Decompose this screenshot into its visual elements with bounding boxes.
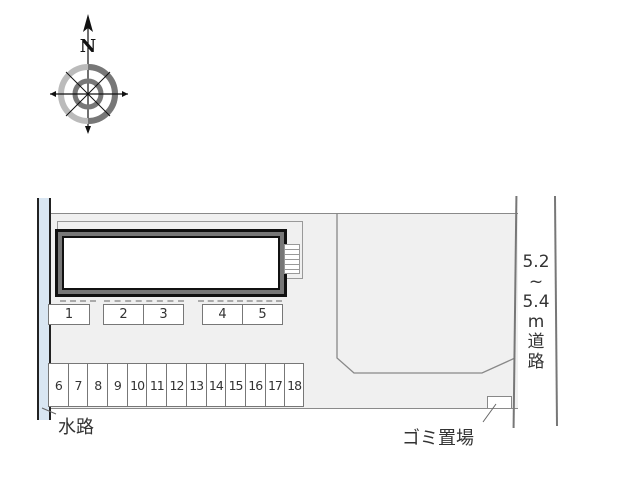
parking-space-3: 3 xyxy=(143,304,184,325)
parking-space-16: 16 xyxy=(244,363,265,407)
parking-space-11: 11 xyxy=(146,363,167,407)
parking-space-4: 4 xyxy=(202,304,243,325)
road-edge-right xyxy=(553,195,558,427)
space-number: 12 xyxy=(169,377,185,393)
parking-space-18: 18 xyxy=(284,363,304,407)
curb xyxy=(198,300,282,302)
space-number: 11 xyxy=(149,377,165,393)
space-number: 9 xyxy=(113,377,122,393)
apartment-building xyxy=(55,229,287,297)
parking-space-12: 12 xyxy=(166,363,186,407)
space-number: 15 xyxy=(228,377,244,393)
parking-space-1: 1 xyxy=(48,304,90,325)
unit: m xyxy=(527,312,545,332)
parking-space-7: 7 xyxy=(67,363,88,407)
open-area xyxy=(336,213,516,374)
stairs-icon xyxy=(284,244,300,274)
leader-line xyxy=(482,403,497,423)
parking-space-15: 15 xyxy=(225,363,245,407)
space-number: 5 xyxy=(258,307,267,322)
space-number: 14 xyxy=(208,377,224,393)
curb xyxy=(104,300,184,302)
space-number: 10 xyxy=(130,377,145,393)
space-number: 8 xyxy=(94,377,102,393)
garbage-area xyxy=(487,396,512,408)
road-width-max: 5.4 xyxy=(522,292,550,312)
parking-space-2: 2 xyxy=(103,304,144,325)
road-width-min: 5.2 xyxy=(522,252,550,272)
space-number: 7 xyxy=(74,377,83,393)
parking-space-10: 10 xyxy=(126,363,147,407)
curb xyxy=(60,300,96,302)
range-symbol: ~ xyxy=(528,272,544,292)
leader-line xyxy=(41,407,57,415)
road-char-1: 道 xyxy=(527,332,545,352)
garbage-area-label: ゴミ置場 xyxy=(402,428,474,449)
svg-text:N: N xyxy=(80,36,96,57)
space-number: 4 xyxy=(218,307,227,322)
compass-rose-icon: N xyxy=(50,14,128,134)
space-number: 16 xyxy=(248,377,263,393)
parking-row-2: 6 7 8 9 10 11 12 13 14 15 16 17 18 xyxy=(48,363,304,407)
road-char-2: 路 xyxy=(527,352,545,372)
space-number: 17 xyxy=(267,377,283,393)
space-number: 13 xyxy=(189,377,204,393)
parking-space-6: 6 xyxy=(48,363,68,407)
parking-space-14: 14 xyxy=(205,363,226,407)
parking-space-9: 9 xyxy=(107,363,127,407)
parking-space-13: 13 xyxy=(185,363,206,407)
parking-space-17: 17 xyxy=(264,363,285,407)
waterway-label: 水路 xyxy=(58,417,94,438)
space-number: 2 xyxy=(119,307,128,322)
space-number: 1 xyxy=(64,307,74,322)
space-number: 3 xyxy=(159,307,168,322)
parking-space-8: 8 xyxy=(87,363,108,407)
space-number: 18 xyxy=(287,377,302,393)
space-number: 6 xyxy=(54,377,63,393)
road-width-label: 5.2 ~ 5.4 m 道 路 xyxy=(521,252,551,372)
parking-space-5: 5 xyxy=(242,304,283,325)
compass: N xyxy=(48,12,132,136)
